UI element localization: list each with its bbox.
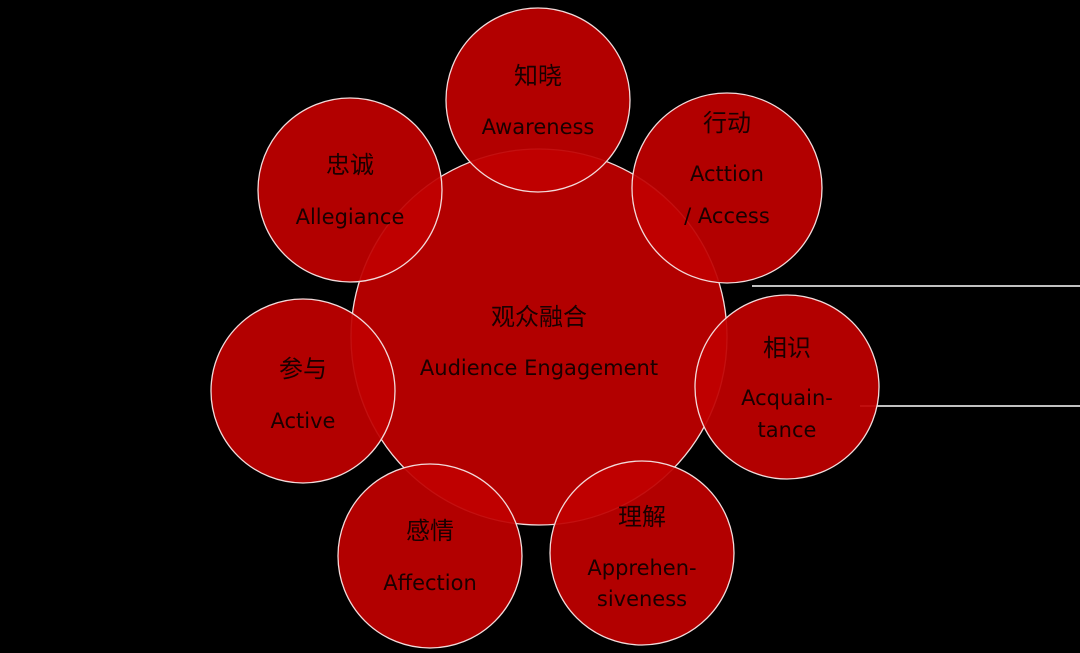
node-action-en-line-2: / Access [684, 204, 770, 228]
node-apprehension: 理解 Apprehen- siveness [549, 460, 735, 646]
node-awareness-en-line-1: Awareness [482, 115, 595, 139]
node-action-zh: 行动 [703, 109, 751, 137]
node-active: 参与 Active [210, 298, 396, 484]
node-awareness-circle [445, 7, 631, 193]
node-apprehension-circle [549, 460, 735, 646]
node-acquaintance-circle [694, 294, 880, 480]
node-affection-zh: 感情 [406, 517, 454, 545]
node-affection: 感情 Affection [337, 463, 523, 649]
node-acquaintance-en-line-2: tance [758, 418, 817, 442]
node-action: 行动 Acttion / Access [631, 92, 823, 284]
node-active-circle [210, 298, 396, 484]
node-allegiance-en-line-1: Allegiance [296, 205, 405, 229]
node-active-zh: 参与 [279, 355, 327, 383]
center-node: 观众融合 Audience Engagement [350, 148, 728, 526]
node-action-circle [631, 92, 823, 284]
node-active-en-line-1: Active [271, 409, 336, 433]
node-apprehension-en-line-2: siveness [597, 587, 687, 611]
node-apprehension-en-line-1: Apprehen- [587, 556, 696, 580]
node-acquaintance: 相识 Acquain- tance [694, 294, 880, 480]
center-label-en: Audience Engagement [420, 356, 658, 380]
node-allegiance: 忠诚 Allegiance [257, 97, 443, 283]
node-action-en-line-1: Acttion [690, 162, 764, 186]
node-acquaintance-zh: 相识 [763, 334, 811, 362]
node-allegiance-zh: 忠诚 [326, 151, 374, 179]
node-awareness-zh: 知晓 [514, 62, 562, 90]
node-affection-circle [337, 463, 523, 649]
node-allegiance-circle [257, 97, 443, 283]
node-affection-en-line-1: Affection [383, 571, 477, 595]
node-awareness: 知晓 Awareness [445, 7, 631, 193]
node-acquaintance-en-line-1: Acquain- [741, 386, 833, 410]
node-apprehension-zh: 理解 [618, 503, 666, 531]
center-label-zh: 观众融合 [491, 303, 587, 331]
